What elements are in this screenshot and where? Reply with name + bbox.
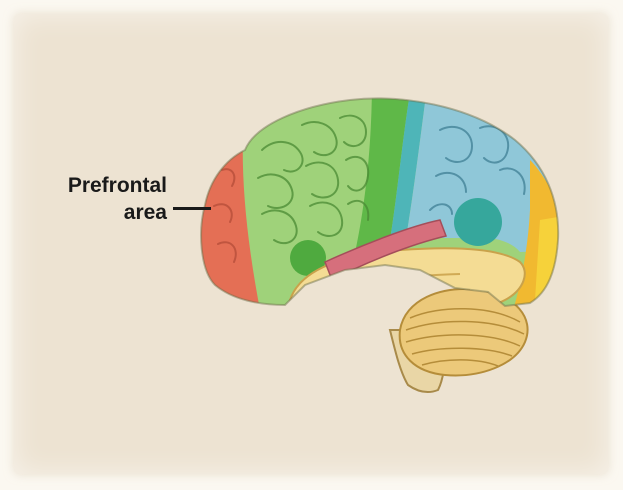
label-line-2: area xyxy=(68,199,167,226)
label-line-1: Prefrontal xyxy=(68,172,167,199)
label-leader-line xyxy=(173,207,211,210)
prefrontal-area-label: Prefrontal area xyxy=(68,172,167,226)
parietal-association-blob xyxy=(454,198,502,246)
